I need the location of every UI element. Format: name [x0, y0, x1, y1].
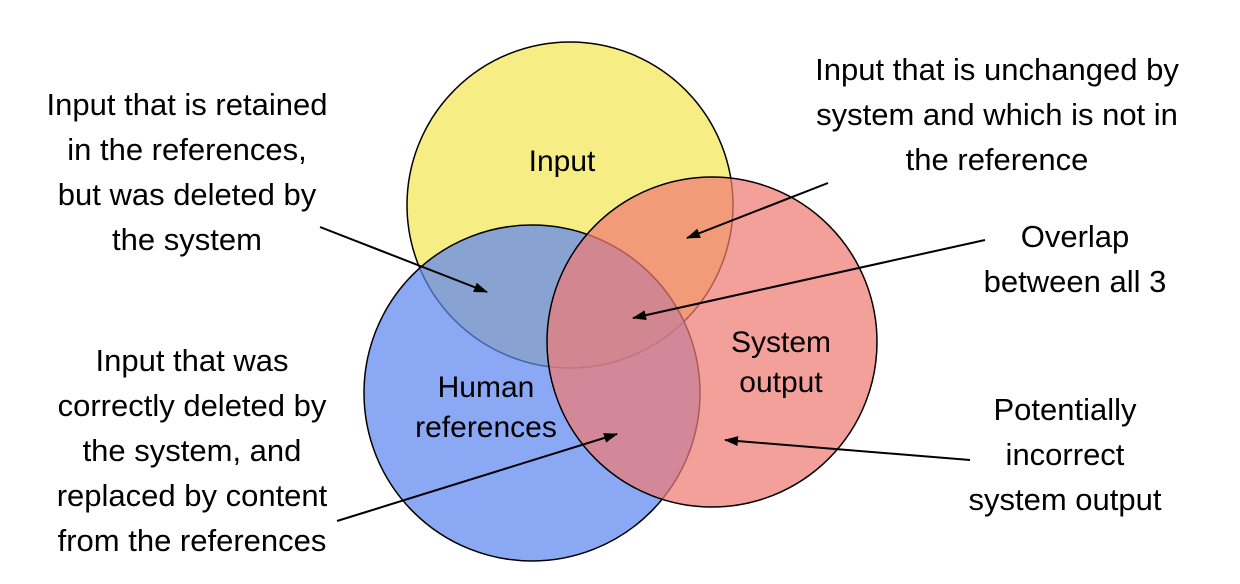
arrow-unchanged: [686, 182, 829, 239]
arrow-retained: [319, 226, 488, 293]
human-references-label: Human references: [415, 371, 557, 444]
annotation-retained: Input that is retained in the references…: [46, 87, 328, 257]
arrow-overlap-all: [632, 239, 986, 321]
annotation-correctly-deleted: Input that was correctly deleted by the …: [56, 343, 328, 558]
annotation-incorrect-output: Potentially incorrect system output: [968, 392, 1162, 517]
annotation-overlap-all: Overlap between all 3: [983, 219, 1167, 299]
arrow-incorrect-output: [724, 436, 971, 461]
system-output-circle: [546, 176, 878, 508]
annotation-unchanged: Input that is unchanged by system and wh…: [815, 52, 1179, 177]
arrow-correctly-deleted: [336, 433, 618, 522]
input-circle-label: Input: [528, 145, 596, 178]
system-output-label: System output: [730, 326, 832, 399]
